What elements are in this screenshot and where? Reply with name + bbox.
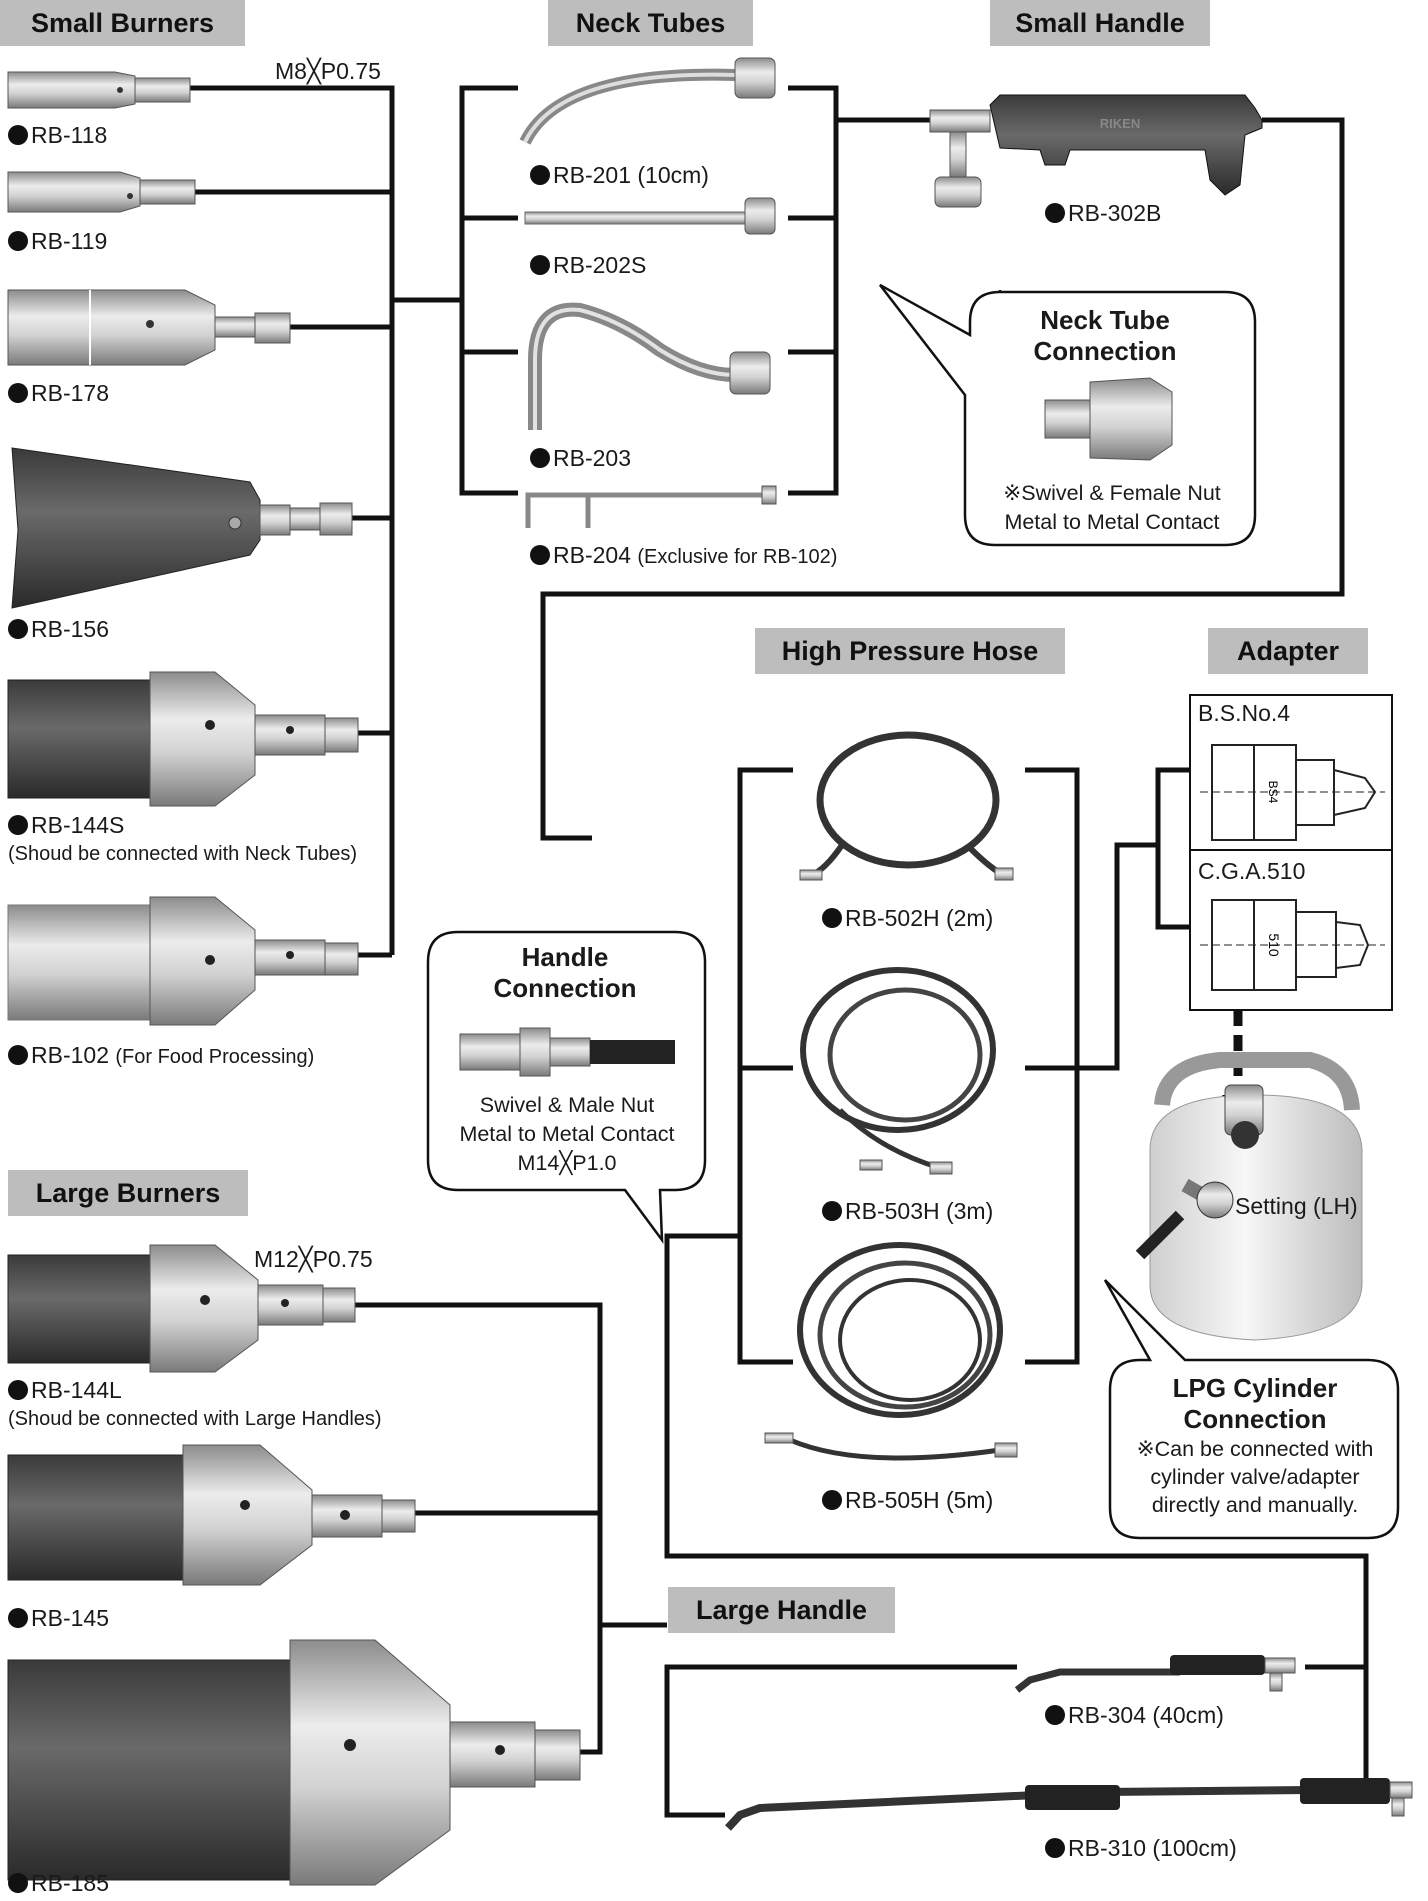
label-rb-201: RB-201 (10cm) — [530, 162, 709, 189]
label-rb-505h: RB-505H (5m) — [822, 1487, 993, 1514]
label-rb-185: RB-185 — [8, 1870, 109, 1897]
rb-201-image — [519, 57, 776, 145]
rb-202s-image — [524, 197, 776, 235]
rb-185-image — [7, 1639, 581, 1886]
rb-503h-image — [800, 967, 996, 1175]
rb-144s-image — [7, 671, 359, 807]
label-cga510: C.G.A.510 — [1198, 858, 1306, 884]
header-large-burners: Large Burners — [8, 1170, 248, 1216]
rb-144l-image — [7, 1244, 356, 1373]
label-rb-144l: RB-144L — [8, 1377, 122, 1404]
cylinder-setting-label: Setting (LH) — [1235, 1193, 1358, 1219]
rb-304-image — [1014, 1655, 1296, 1693]
rb-119-image — [7, 171, 196, 213]
label-rb-102: RB-102 (For Food Processing) — [8, 1042, 314, 1069]
label-rb-304: RB-304 (40cm) — [1045, 1702, 1224, 1729]
rb-145-image — [7, 1444, 416, 1586]
label-rb-503h: RB-503H (3m) — [822, 1198, 993, 1225]
header-neck-tubes: Neck Tubes — [548, 0, 753, 46]
bs4-adapter-image — [1200, 744, 1385, 841]
label-bs4: B.S.No.4 — [1198, 700, 1291, 726]
cga510-adapter-image — [1200, 899, 1385, 991]
label-rb-310: RB-310 (100cm) — [1045, 1835, 1237, 1862]
rb-118-image — [7, 71, 191, 109]
cga510-marking: 510 — [1266, 933, 1282, 957]
label-rb-119: RB-119 — [8, 228, 107, 255]
rb-102-image — [7, 896, 359, 1026]
label-rb-204: RB-204 (Exclusive for RB-102) — [530, 542, 837, 569]
connection-lines — [190, 85, 1369, 1818]
label-rb-144s: RB-144S — [8, 812, 124, 839]
large-thread-spec: M12╳P0.75 — [254, 1246, 373, 1272]
label-rb-118: RB-118 — [8, 122, 107, 149]
label-rb-202s: RB-202S — [530, 252, 646, 279]
rb-505h-image — [764, 1242, 1018, 1461]
header-large-handle: Large Handle — [668, 1587, 895, 1633]
label-rb-302b: RB-302B — [1045, 200, 1161, 227]
header-high-pressure-hose: High Pressure Hose — [755, 628, 1065, 674]
neck-tube-connection-image — [1044, 377, 1173, 461]
note-rb-144s: (Shoud be connected with Neck Tubes) — [8, 843, 358, 865]
label-rb-203: RB-203 — [530, 445, 631, 472]
header-small-handle: Small Handle — [990, 0, 1210, 46]
rb-502h-image — [799, 731, 1014, 881]
label-rb-502h: RB-502H (2m) — [822, 905, 993, 932]
label-rb-156: RB-156 — [8, 616, 109, 643]
label-rb-145: RB-145 — [8, 1605, 109, 1632]
rb-204-image — [525, 485, 777, 528]
handle-connection-image — [459, 1027, 675, 1077]
label-rb-178: RB-178 — [8, 380, 109, 407]
handle-logo: RIKEN — [1100, 116, 1140, 131]
header-small-burners: Small Burners — [0, 0, 245, 46]
rb-156-image — [11, 447, 353, 609]
header-adapter: Adapter — [1208, 628, 1368, 674]
handle-callout-shape — [426, 930, 707, 1245]
rb-302b-image — [929, 94, 1263, 208]
rb-178-image — [7, 289, 291, 366]
rb-203-image — [528, 302, 771, 430]
lpg-cylinder-image — [1135, 1052, 1363, 1341]
note-rb-144l: (Shoud be connected with Large Handles) — [8, 1408, 382, 1430]
bs4-marking: BS4 — [1266, 781, 1280, 804]
lpg-callout-shape — [1103, 1279, 1400, 1540]
rb-310-image — [725, 1778, 1413, 1831]
small-thread-spec: M8╳P0.75 — [275, 58, 381, 84]
